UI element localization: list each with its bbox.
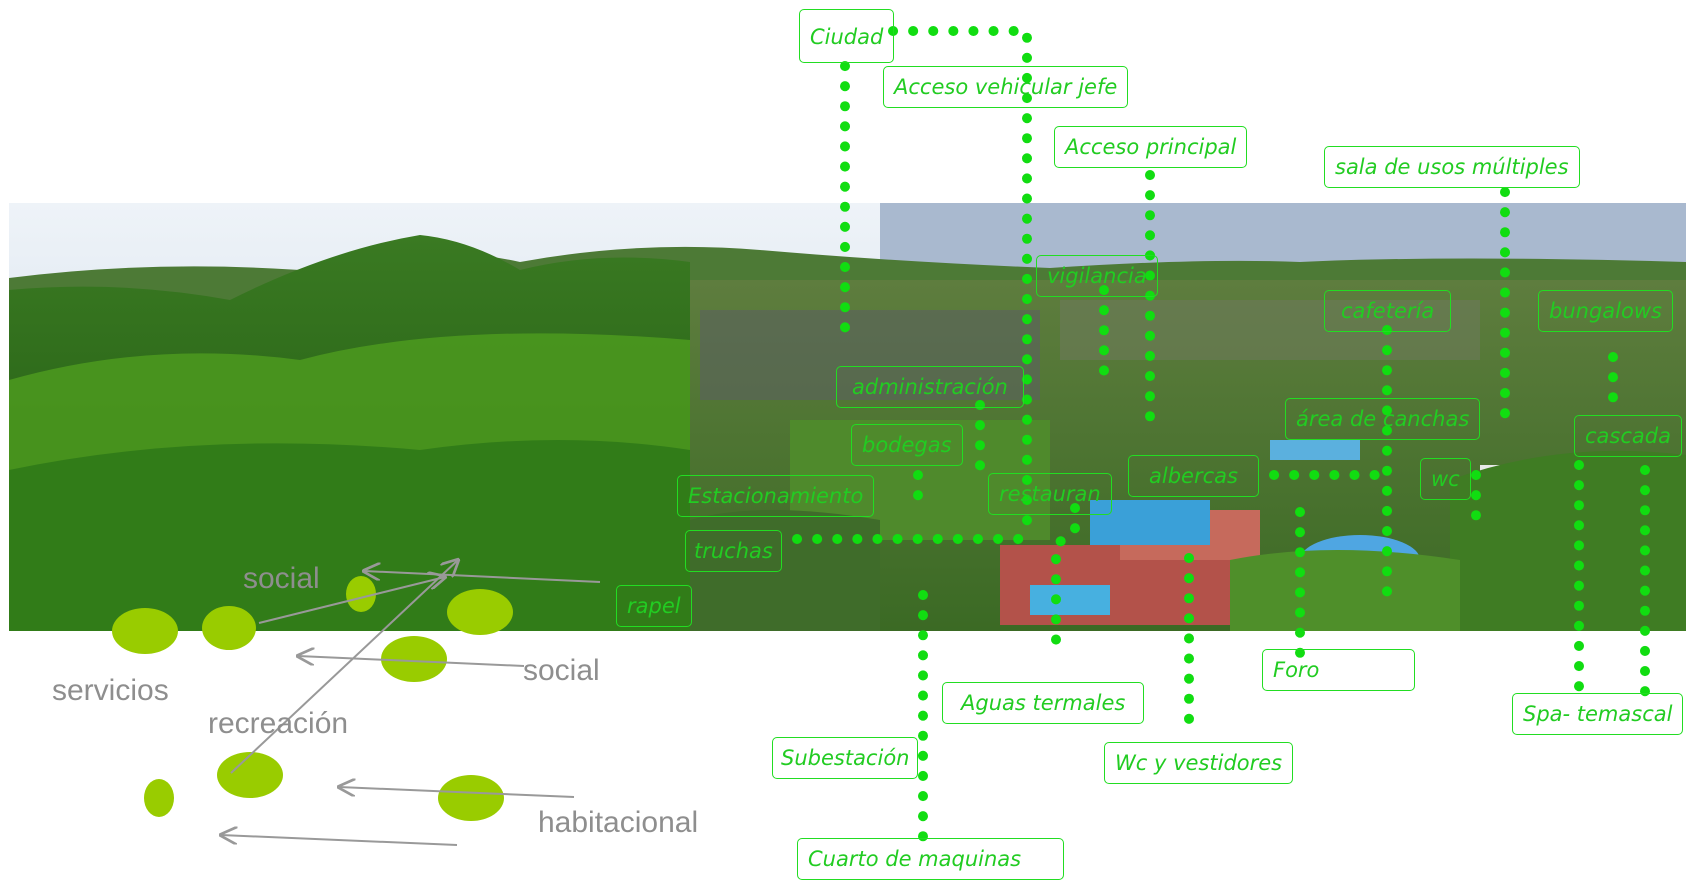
label-acceso-vehicular-jefe: Acceso vehicular jefe — [883, 66, 1129, 108]
zone-bubble — [381, 636, 447, 682]
zone-bubble — [438, 775, 504, 821]
label-estacionamiento: Estacionamiento — [677, 475, 875, 517]
relation-arrow — [339, 787, 575, 798]
relation-arrow — [298, 656, 525, 667]
label-restauran: restauran — [988, 473, 1112, 515]
label-spa-temascal: Spa- temascal — [1512, 693, 1684, 735]
zone-label-social: social — [243, 562, 320, 595]
relation-arrow — [221, 835, 458, 846]
label-ciudad: Ciudad — [799, 9, 895, 63]
label-administracion: administración — [836, 366, 1024, 408]
zone-label-habitacional: habitacional — [538, 806, 699, 839]
zone-bubble — [202, 606, 256, 650]
label-sala-usos-multiples: sala de usos múltiples — [1324, 146, 1580, 188]
zone-bubble — [112, 608, 178, 654]
label-area-canchas: área de canchas — [1285, 398, 1481, 440]
label-bungalows: bungalows — [1538, 290, 1673, 332]
label-vigilancia: vigilancia — [1036, 255, 1158, 297]
zone-bubble — [217, 752, 283, 798]
label-foro: Foro — [1262, 649, 1415, 691]
label-wc-vestidores: Wc y vestidores — [1104, 742, 1294, 784]
label-cuarto-maquinas: Cuarto de maquinas — [797, 838, 1064, 880]
relation-arrow — [230, 560, 458, 774]
label-aguas-termales: Aguas termales — [942, 682, 1145, 724]
zone-bubble — [447, 589, 513, 635]
dotted-connectors — [792, 26, 1650, 845]
label-cafeteria: cafetería — [1324, 290, 1452, 332]
zone-bubble — [346, 576, 376, 612]
label-rapel: rapel — [616, 585, 692, 627]
label-cascada: cascada — [1574, 415, 1682, 457]
zone-label-recreacion: recreación — [208, 707, 349, 740]
relation-arrow — [258, 577, 445, 624]
label-truchas: truchas — [685, 530, 782, 572]
label-albercas: albercas — [1128, 455, 1259, 497]
label-bodegas: bodegas — [851, 424, 963, 466]
zone-bubble — [144, 779, 174, 817]
zone-label-social-2: social — [523, 654, 600, 687]
label-wc: wc — [1420, 458, 1471, 500]
label-subestacion: Subestación — [772, 737, 919, 779]
relation-arrow — [364, 571, 601, 583]
label-acceso-principal: Acceso principal — [1054, 126, 1248, 168]
zone-label-servicios: servicios — [52, 674, 169, 707]
